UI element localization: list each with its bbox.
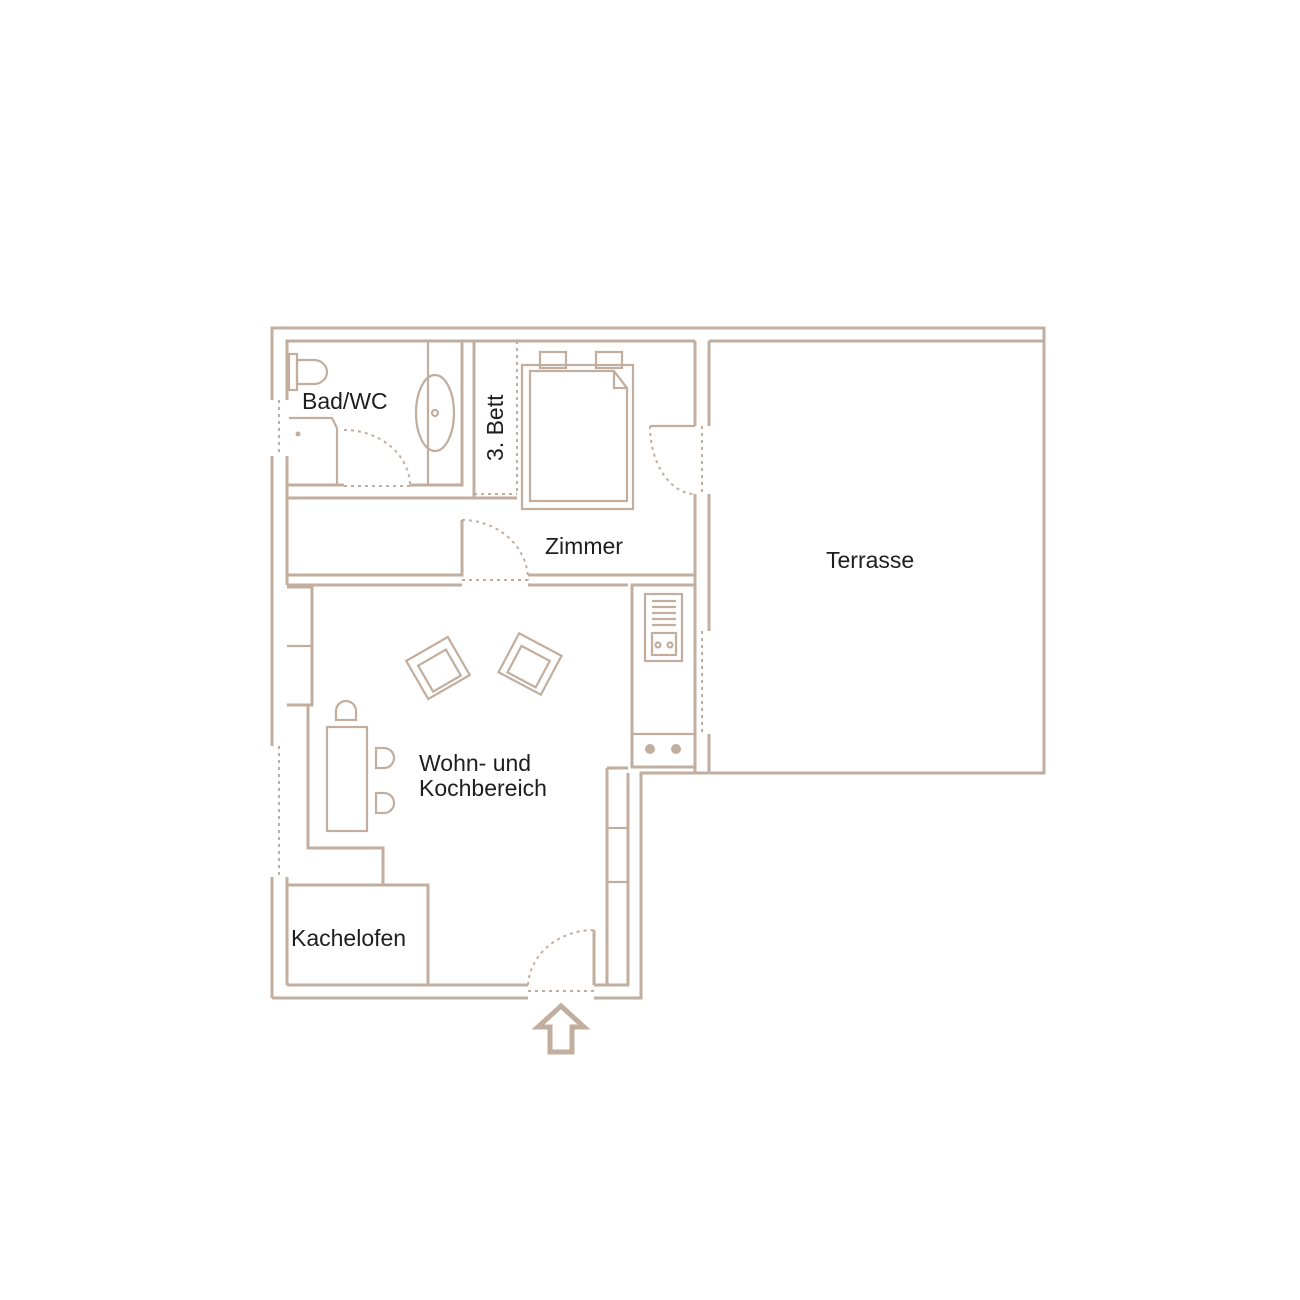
extra-bed-label: 3. Bett bbox=[482, 394, 508, 461]
kitchen-sink-icon bbox=[643, 592, 684, 663]
living-label-line1: Wohn- und bbox=[419, 750, 531, 776]
cooktop-icon bbox=[645, 744, 681, 754]
armchair-icon bbox=[496, 631, 564, 697]
armchair-icon bbox=[404, 635, 472, 701]
entrance-arrow-icon bbox=[531, 1002, 591, 1055]
bath-label: Bad/WC bbox=[302, 388, 388, 414]
room-label: Zimmer bbox=[545, 533, 623, 559]
sink-icon bbox=[414, 339, 464, 487]
chair-icon bbox=[374, 791, 396, 815]
living-label-line2: Kochbereich bbox=[419, 775, 547, 801]
toilet-icon bbox=[287, 352, 329, 392]
stove-label: Kachelofen bbox=[291, 925, 406, 951]
double-bed-icon bbox=[520, 350, 635, 511]
dining-table-icon bbox=[325, 725, 369, 833]
chair-icon bbox=[374, 746, 396, 770]
outer-walls bbox=[270, 326, 1046, 1000]
windows bbox=[278, 400, 703, 992]
chair-icon bbox=[334, 699, 358, 722]
door-swings bbox=[343, 424, 696, 986]
terrace-label: Terrasse bbox=[826, 547, 914, 573]
bathtub-icon bbox=[289, 416, 339, 485]
